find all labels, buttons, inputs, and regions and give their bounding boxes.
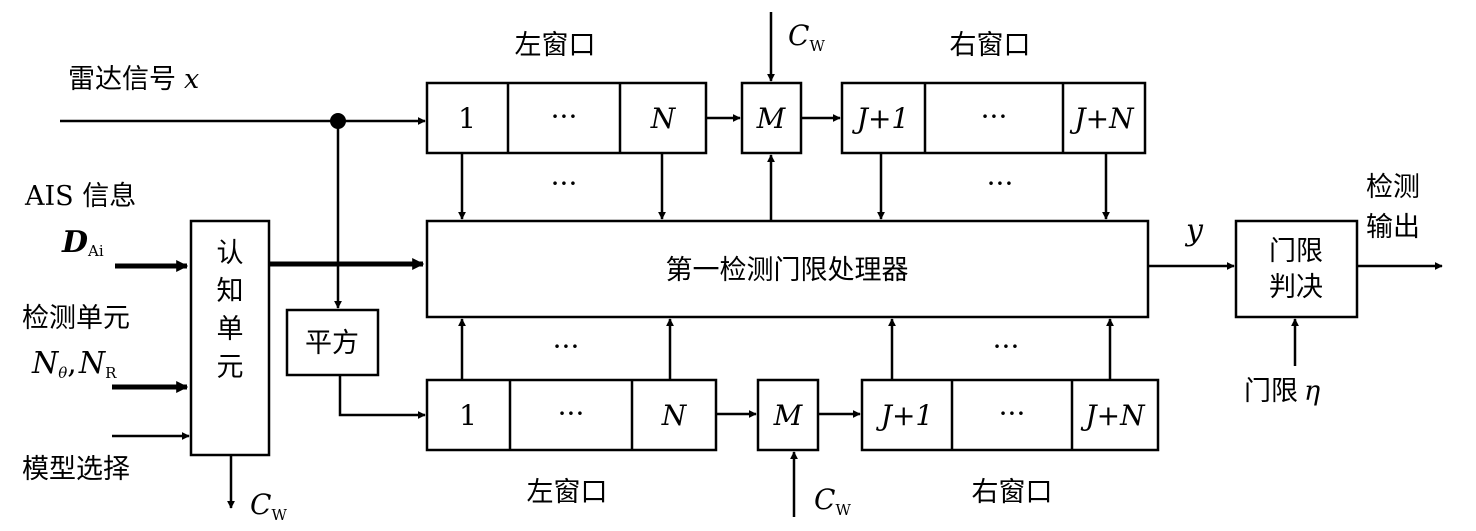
top-left-cell-1: 1 bbox=[458, 102, 476, 135]
output-line-1: 检测 bbox=[1366, 172, 1420, 203]
processor-box bbox=[425, 219, 1150, 319]
ais-info-label: AIS 信息 bbox=[24, 181, 136, 212]
top-right-cell-3: J+N bbox=[1069, 102, 1135, 135]
y-label: y bbox=[1184, 213, 1204, 248]
square-label: 平方 bbox=[305, 328, 359, 359]
top-left-window-title: 左窗口 bbox=[515, 30, 596, 61]
bottom-right-cell-3: J+N bbox=[1080, 399, 1146, 432]
square-box bbox=[285, 308, 380, 377]
junction-dot bbox=[330, 113, 346, 129]
top-right-between-dots: ··· bbox=[987, 167, 1014, 200]
bottom-right-window-title: 右窗口 bbox=[972, 477, 1053, 508]
top-right-cell-2: ··· bbox=[981, 100, 1008, 133]
bottom-cw-label: CW bbox=[814, 483, 851, 519]
cognitive-cw-label: CW bbox=[250, 488, 287, 524]
bottom-m-cell: M bbox=[773, 399, 804, 432]
cognitive-unit-char-4: 元 bbox=[217, 352, 244, 383]
top-right-window-box bbox=[840, 81, 1147, 155]
ais-var: DAi bbox=[61, 225, 104, 260]
top-right-cell-1: J+1 bbox=[852, 102, 910, 135]
bottom-right-window-box bbox=[860, 378, 1160, 452]
top-left-cell-3: N bbox=[650, 102, 677, 135]
bottom-right-between-dots: ··· bbox=[993, 330, 1020, 363]
detect-unit-vars: Nθ,NR bbox=[31, 346, 117, 382]
processor-label: 第一检测门限处理器 bbox=[666, 255, 909, 286]
threshold-decision-line-2: 判决 bbox=[1269, 272, 1323, 303]
output-line-2: 输出 bbox=[1366, 212, 1420, 243]
top-left-between-dots: ··· bbox=[551, 167, 578, 200]
bottom-right-cell-2: ··· bbox=[999, 397, 1026, 430]
top-right-window-title: 右窗口 bbox=[950, 30, 1031, 61]
cognitive-unit-char-2: 知 bbox=[217, 276, 244, 307]
cognitive-unit-char-3: 单 bbox=[217, 314, 244, 345]
threshold-decision-line-1: 门限 bbox=[1269, 236, 1323, 267]
bottom-left-between-dots: ··· bbox=[553, 330, 580, 363]
model-select-label: 模型选择 bbox=[22, 454, 130, 485]
bottom-left-window-title: 左窗口 bbox=[527, 477, 608, 508]
top-cw-label: CW bbox=[788, 19, 825, 55]
threshold-decision-box bbox=[1234, 219, 1359, 319]
detect-unit-label: 检测单元 bbox=[22, 303, 130, 334]
top-m-cell: M bbox=[756, 102, 787, 135]
cognitive-unit-char-1: 认 bbox=[217, 238, 244, 269]
bottom-right-cell-1: J+1 bbox=[876, 399, 934, 432]
bottom-left-cell-3: N bbox=[661, 399, 688, 432]
bottom-left-cell-1: 1 bbox=[459, 399, 477, 432]
top-left-cell-2: ··· bbox=[551, 100, 578, 133]
bottom-left-cell-2: ··· bbox=[558, 397, 585, 430]
